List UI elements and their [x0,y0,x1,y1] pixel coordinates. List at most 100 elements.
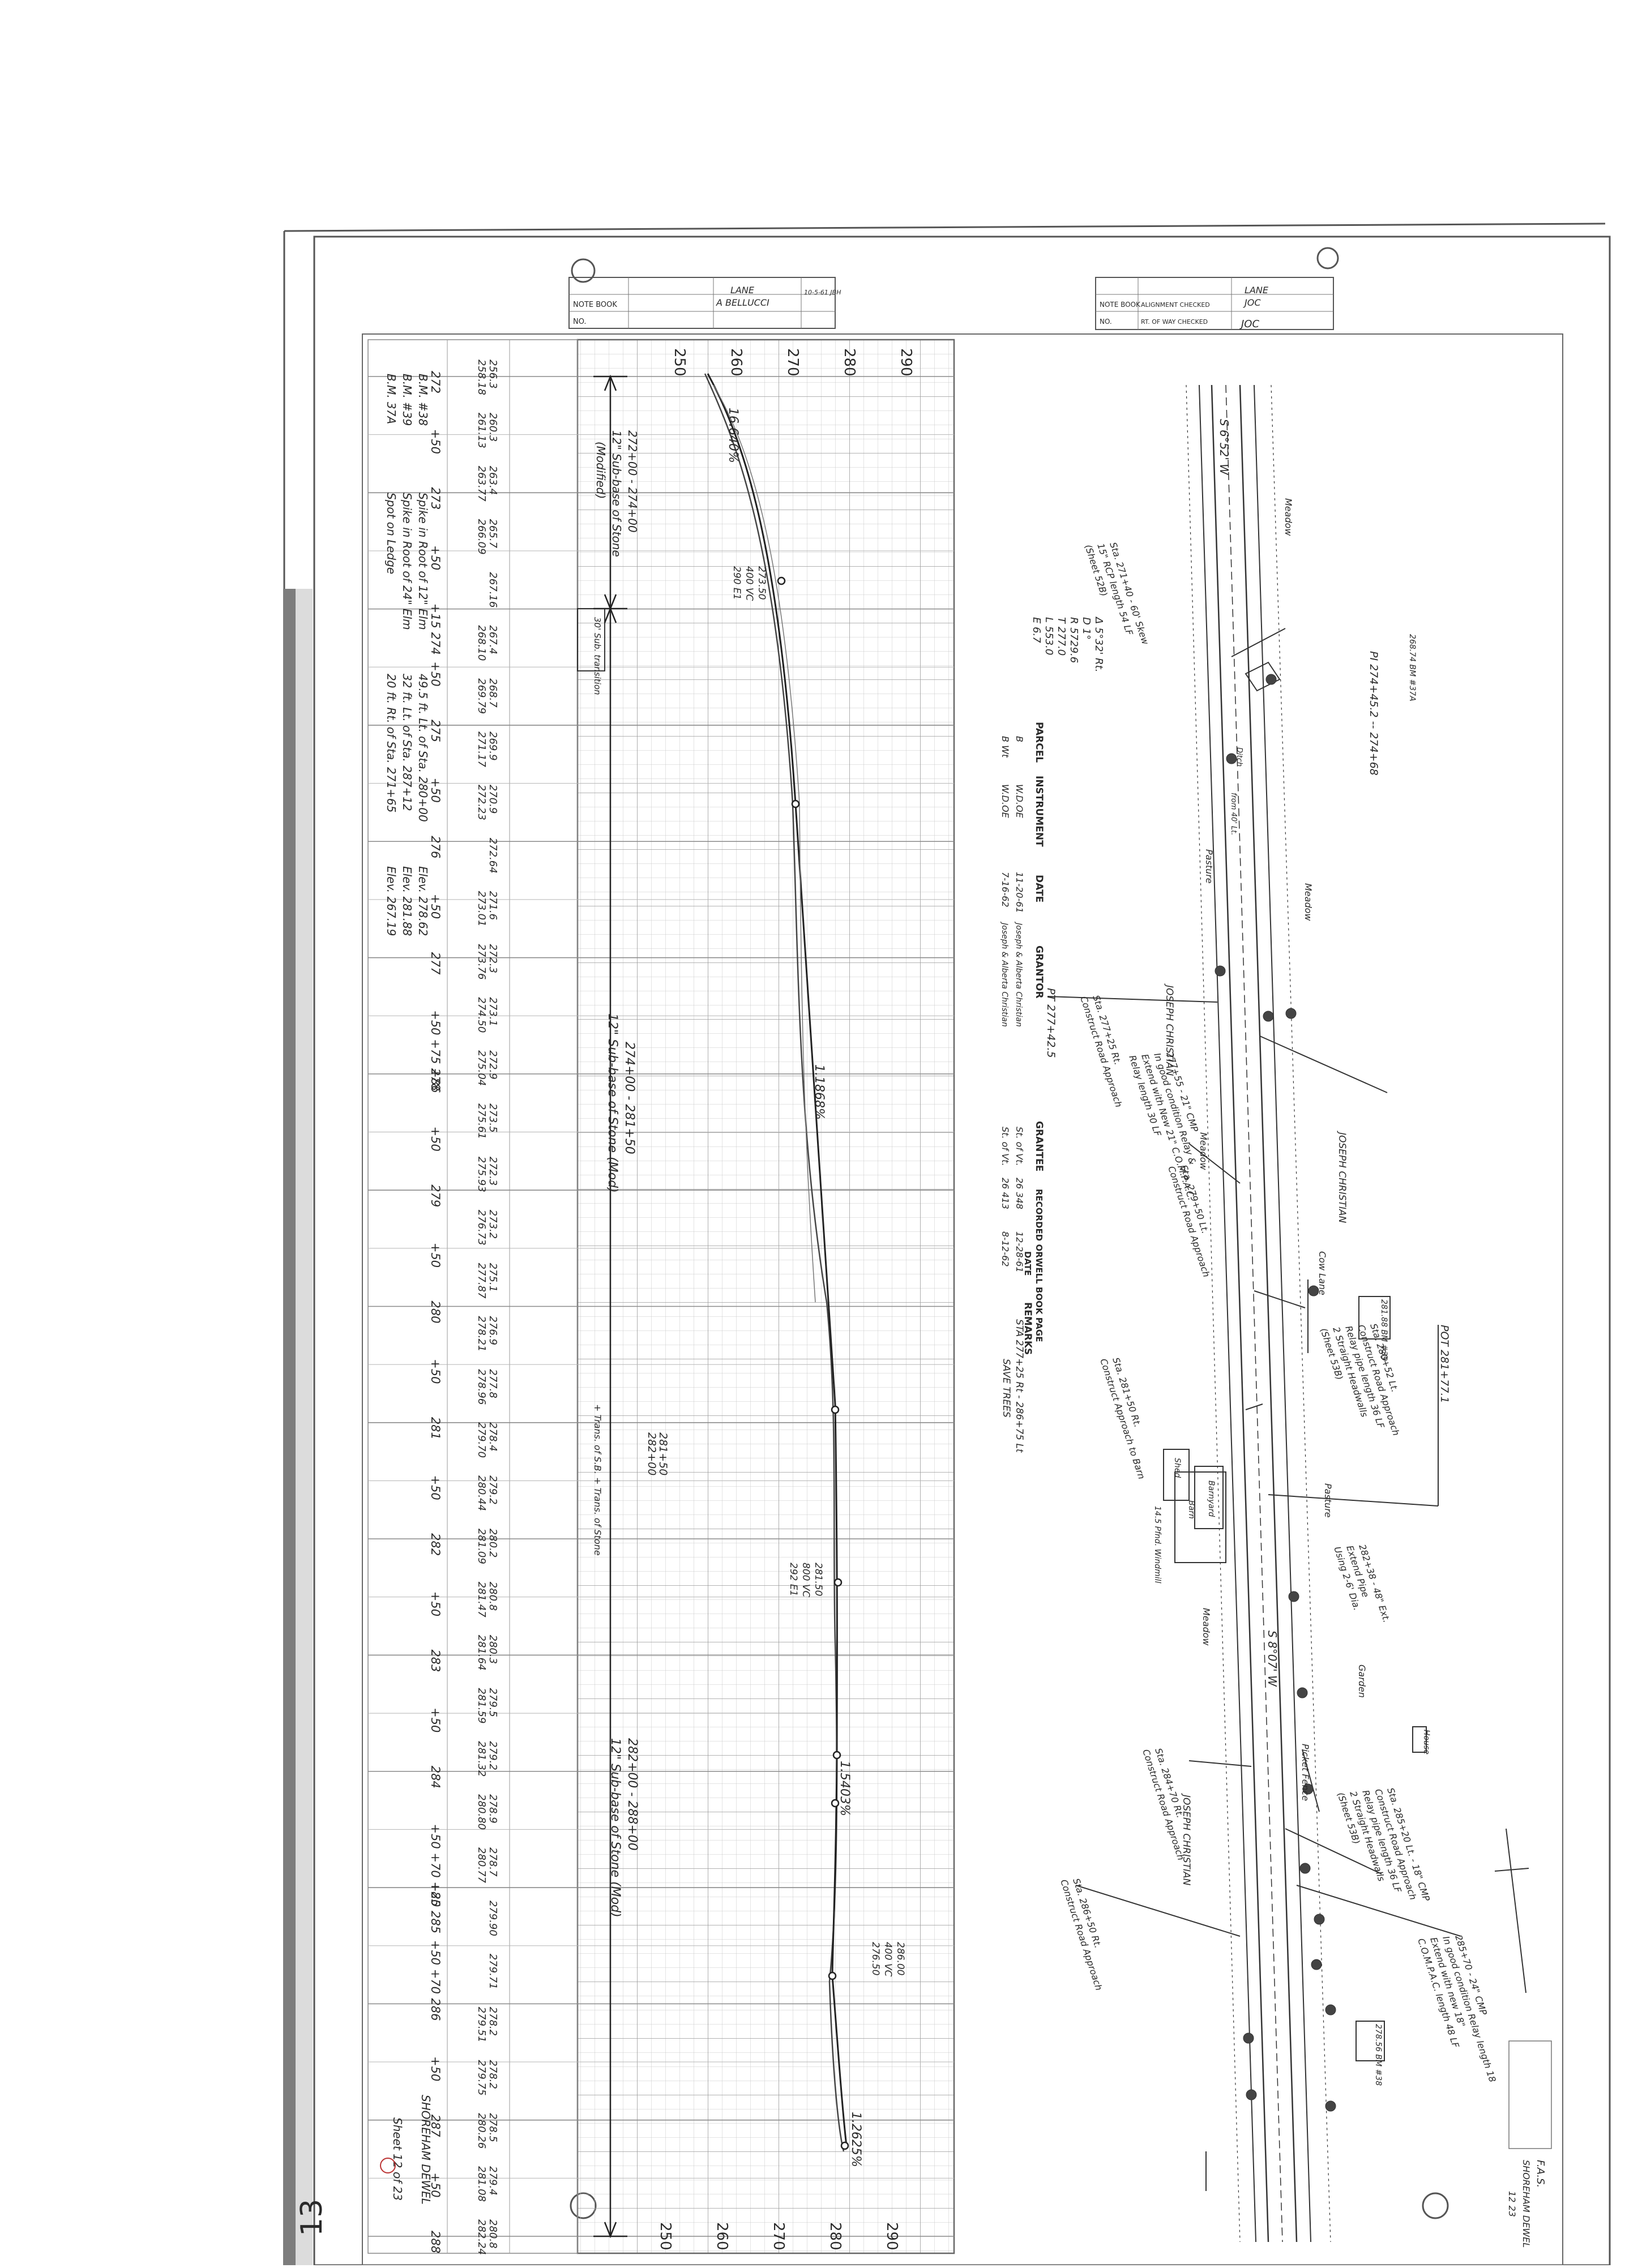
building-label: 14.5 Pfnd. Windmill [1153,1506,1162,1584]
parcel-header: DATE [1033,875,1045,902]
station-label: 275 [429,720,442,742]
field-label: Picket Fence [1300,1744,1311,1801]
title-block-right-initials: JOC [1243,297,1261,308]
field-label: Pasture [1204,849,1215,884]
station-label: 273 [429,487,442,510]
tree-icon [1325,2004,1336,2015]
scan-edge-shadow [283,589,296,2265]
elevation-existing: 265.7 [487,519,499,549]
elevation-existing: 279.2 [487,1741,499,1770]
bm-tag [1358,1296,1391,1340]
elevation-existing: 279.5 [487,1688,499,1717]
elevation-proposed: 275.61 [476,1103,488,1139]
elevation-proposed: 282.24 [476,2219,488,2255]
vpi-marker [777,576,786,585]
vc-note-line: 276.50 [870,1942,881,1975]
title-block-right-label: RT. OF WAY CHECKED [1141,318,1208,326]
bearing-label: S 6°52' W [1217,419,1231,476]
right-of-way-line [1254,384,1311,2243]
station-label: 284 [429,1766,442,1788]
parcel-header: RECORDED ORWELL BOOK PAGE [1034,1189,1044,1342]
building-label: House [1422,1730,1431,1755]
station-label: +50 [429,661,442,686]
station-label: 286 [429,1998,442,2021]
tree-icon [1325,2100,1336,2112]
elevation-proposed: 261.13 [476,413,488,448]
owner-label: JOSEPH CHRISTIAN [1164,983,1175,1076]
bench-mark-desc: Spike in Root of 12" Elm [416,493,430,630]
tree-icon [1297,1687,1308,1698]
bench-mark-desc: Spike in Root of 24" Elm [400,493,414,630]
parcel-header: GRANTEE [1033,1121,1045,1171]
punch-hole-top-right [1316,247,1339,269]
station-label: 288 [429,2231,442,2253]
elevation-labels: 256.3258.18260.3261.13263.4263.77265.726… [476,360,499,2255]
vc-note-line: 273.50 [756,566,767,600]
barnyard-outline [1194,1466,1224,1529]
parcel-cell: B Wt [1000,736,1011,758]
plan-text: S 6°52' WS 8°07' WPI 274+45.2 -- 274+68P… [1045,419,1498,2086]
subbase-note: 274+00 - 281+50 [622,1042,636,1154]
title-block-left-label: NO. [573,318,587,326]
title-block-right-lane: LANE [1245,285,1269,296]
station-label: +50 [429,778,442,803]
profile-grid [576,339,955,2254]
tree-symbols [1215,674,1336,2112]
elevation-existing: 273.5 [487,1103,499,1133]
elevation-existing: 267.16 [487,572,499,607]
vpi-marker [791,799,800,808]
elevation-existing: 279.2 [487,1475,499,1505]
parcel-header: DATE [1023,1251,1033,1276]
elevation-proposed: 281.64 [476,1635,488,1671]
elevation-proposed: 272.23 [476,785,488,820]
parcel-cell: W.D.OE [1014,784,1025,819]
sheet-note: SHOREHAM DEWEL [419,2095,433,2205]
station-label: +50 +75 +86 [429,1010,442,1093]
subbase-note: 272+00 - 274+00 [626,430,639,533]
curve-point-label: PT 277+42.5 [1045,988,1057,1058]
elev-tick: 280 [841,348,858,376]
title-block-right-initials: JOC [1239,318,1259,330]
elevation-ticks-bottom: 250 260 270 280 290 [657,2222,900,2250]
building-label: Barn [1187,1500,1196,1519]
sheet-corner-stamp: F.A.S. SHOREHAM DEWEL 12 23 [1507,2040,1552,2248]
elevation-proposed: 280.44 [476,1475,488,1511]
sheet-corner-text: SHOREHAM DEWEL [1521,2160,1532,2248]
vc-note-line: 290 E1 [731,566,742,600]
grade-label: 1.2625% [849,2112,863,2167]
vpi-markers [777,576,849,2150]
sheet-corner-text: F.A.S. [1534,2160,1546,2188]
elev-tick: 290 [883,2222,900,2250]
elevation-existing: 279.90 [487,1901,499,1936]
tree-icon [1288,1591,1299,1602]
page-mark: 13 [295,2199,329,2236]
elevation-existing: 277.8 [487,1369,499,1398]
station-label: +20 285 [429,1882,442,1933]
tree-icon [1302,1783,1314,1795]
title-block-right: NOTE BOOK NO. ALIGNMENT CHECKED RT. OF W… [1095,277,1334,330]
barn-outline [1174,1471,1226,1563]
elevation-existing: 278.5 [487,2113,499,2142]
elevation-proposed: 263.77 [476,466,488,502]
tree-icon [1299,1863,1311,1874]
bm-tag-label: 281.88 BM #39 [1379,1299,1388,1361]
scan-edge-band [296,589,313,2265]
station-label: +50 [429,2056,442,2081]
elevation-proposed: 281.09 [476,1529,488,1564]
vc-note-line: 800 VC [800,1563,811,1597]
station-label: +50 [429,1127,442,1152]
vpi-marker [832,1751,841,1760]
elevation-existing: 280.8 [487,2219,499,2249]
subbase-note: 12" Sub-base of Stone (Mod) [605,1013,619,1193]
elevation-existing: 275.1 [487,1263,499,1293]
title-block-left-label: NOTE BOOK [573,301,617,309]
elevation-proposed: 280.77 [476,1847,488,1884]
field-label: Pasture [1323,1483,1333,1518]
station-label: +50 [429,894,442,919]
curve-data-line: Δ 5°32' Rt. [1093,616,1105,672]
station-label: 276 [429,836,442,858]
sheet-corner-text: 12 23 [1507,2191,1517,2217]
vc-note-line: 400 VC [882,1942,893,1976]
field-label: Cow Lane [1317,1251,1328,1295]
